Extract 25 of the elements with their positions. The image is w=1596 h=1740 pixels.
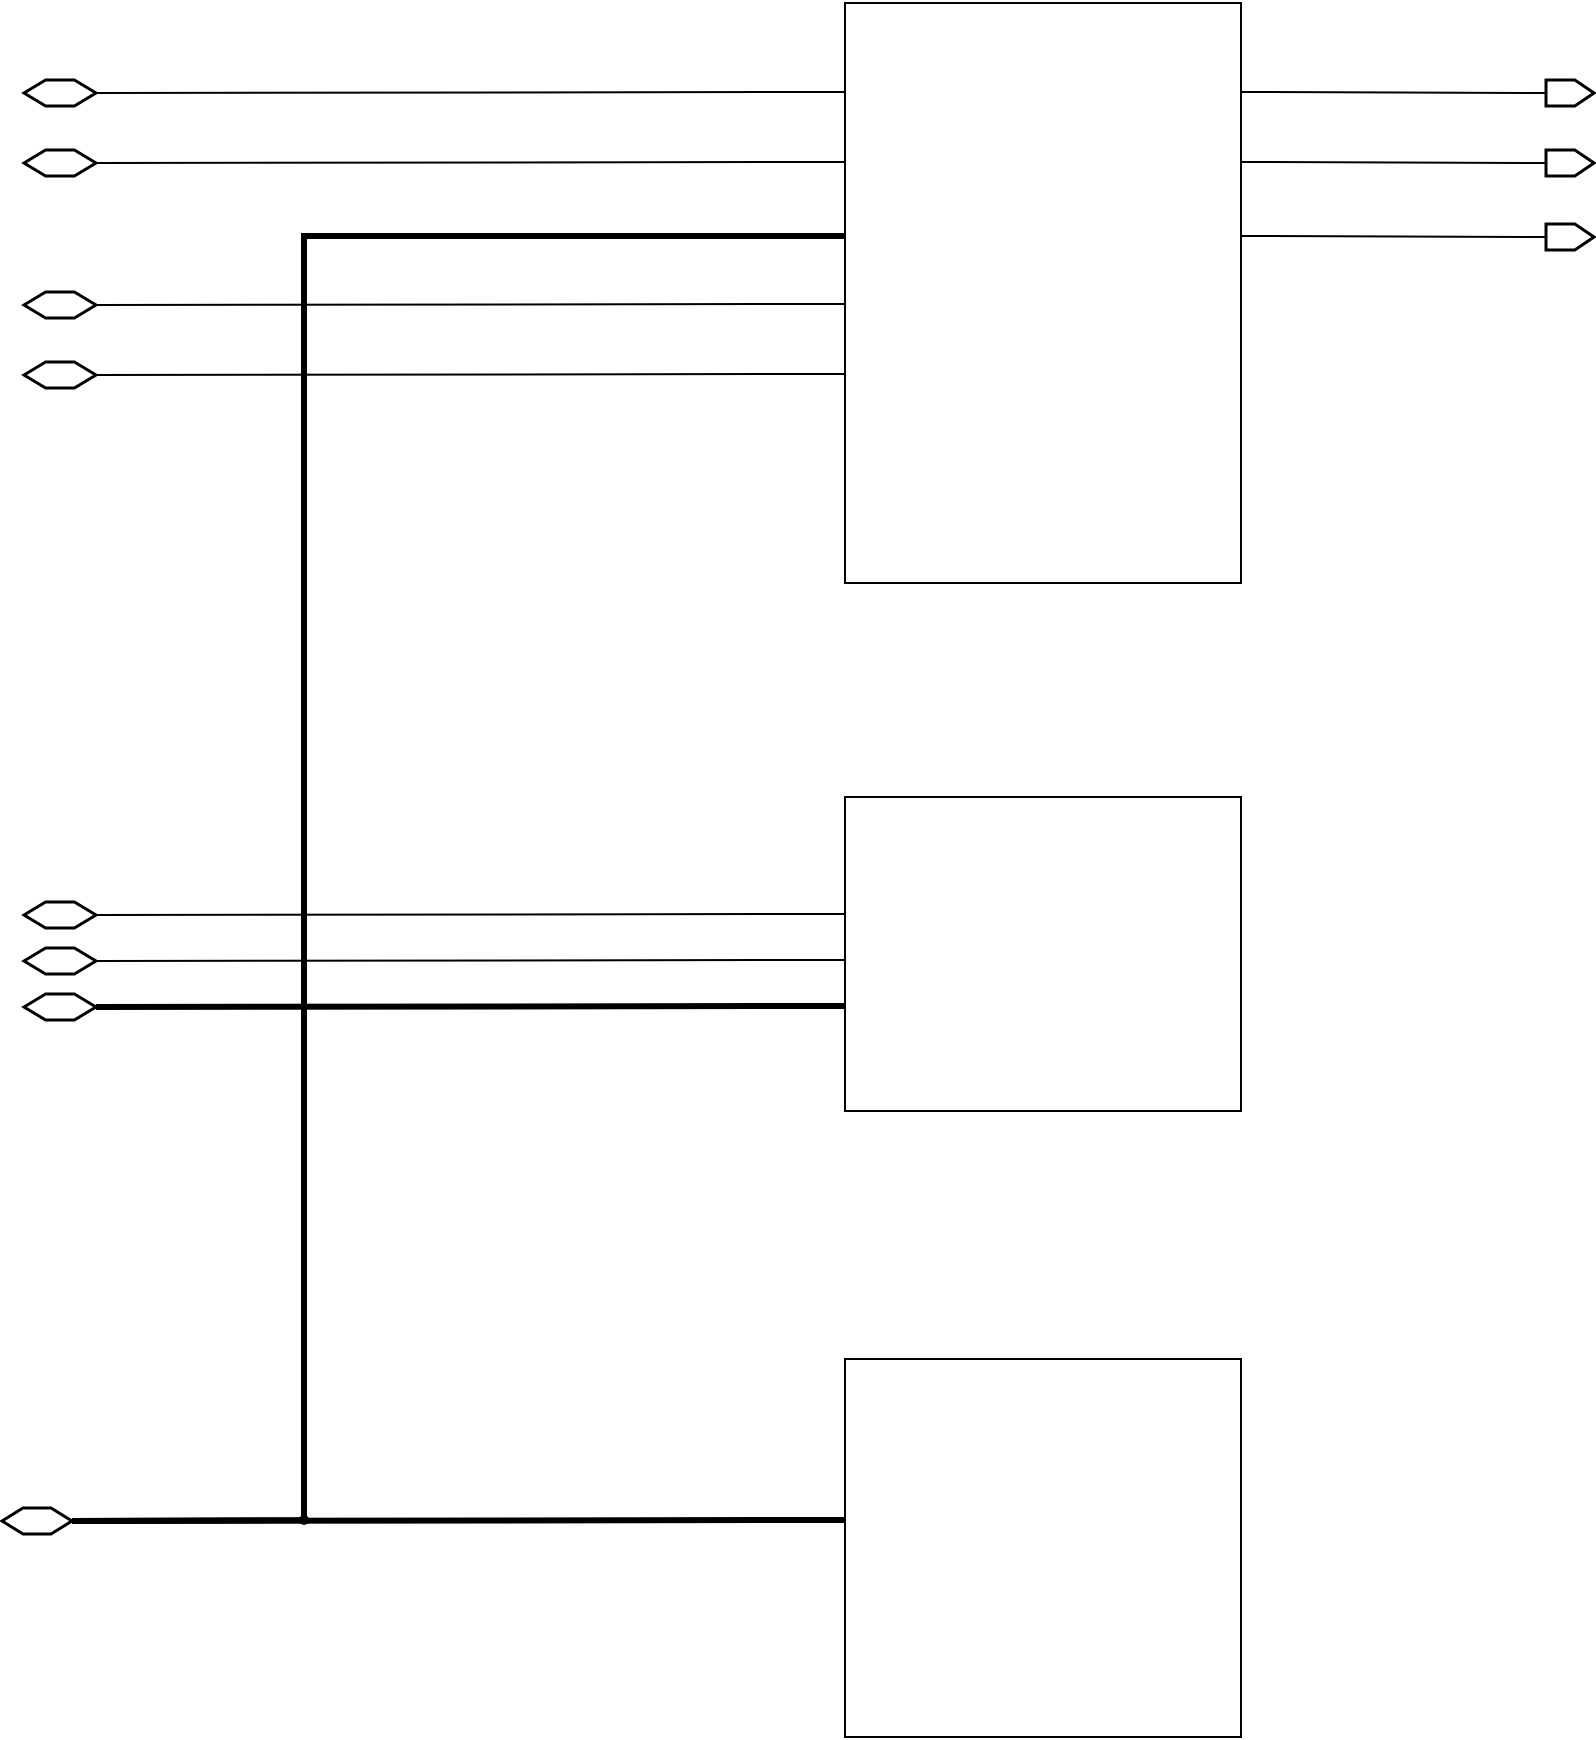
bidirectional-port-symbol [24, 80, 96, 106]
block-box [844, 1358, 1242, 1738]
signal-wire [1241, 91, 1547, 94]
signal-wire [95, 91, 845, 94]
bus-wire [72, 1517, 844, 1524]
output-port-symbol [1546, 150, 1594, 176]
signal-wire [1241, 235, 1547, 238]
bidirectional-port-symbol [2, 1508, 72, 1534]
signal-wire [95, 913, 845, 916]
block-box [844, 2, 1242, 584]
signal-wire [95, 959, 845, 962]
bidirectional-port-symbol [24, 994, 96, 1020]
signal-wire [95, 161, 845, 164]
output-port-symbol [1546, 224, 1594, 250]
block-box [844, 796, 1242, 1112]
bidirectional-port-symbol [24, 292, 96, 318]
bidirectional-port-symbol [24, 948, 96, 974]
signal-wire [95, 303, 845, 306]
bidirectional-port-symbol [24, 902, 96, 928]
signal-wire [1241, 161, 1547, 164]
signal-wire [95, 373, 845, 376]
bidirectional-port-symbol [24, 362, 96, 388]
output-port-symbol [1546, 80, 1594, 106]
bus-wire [96, 1003, 844, 1010]
bidirectional-port-symbol [24, 150, 96, 176]
